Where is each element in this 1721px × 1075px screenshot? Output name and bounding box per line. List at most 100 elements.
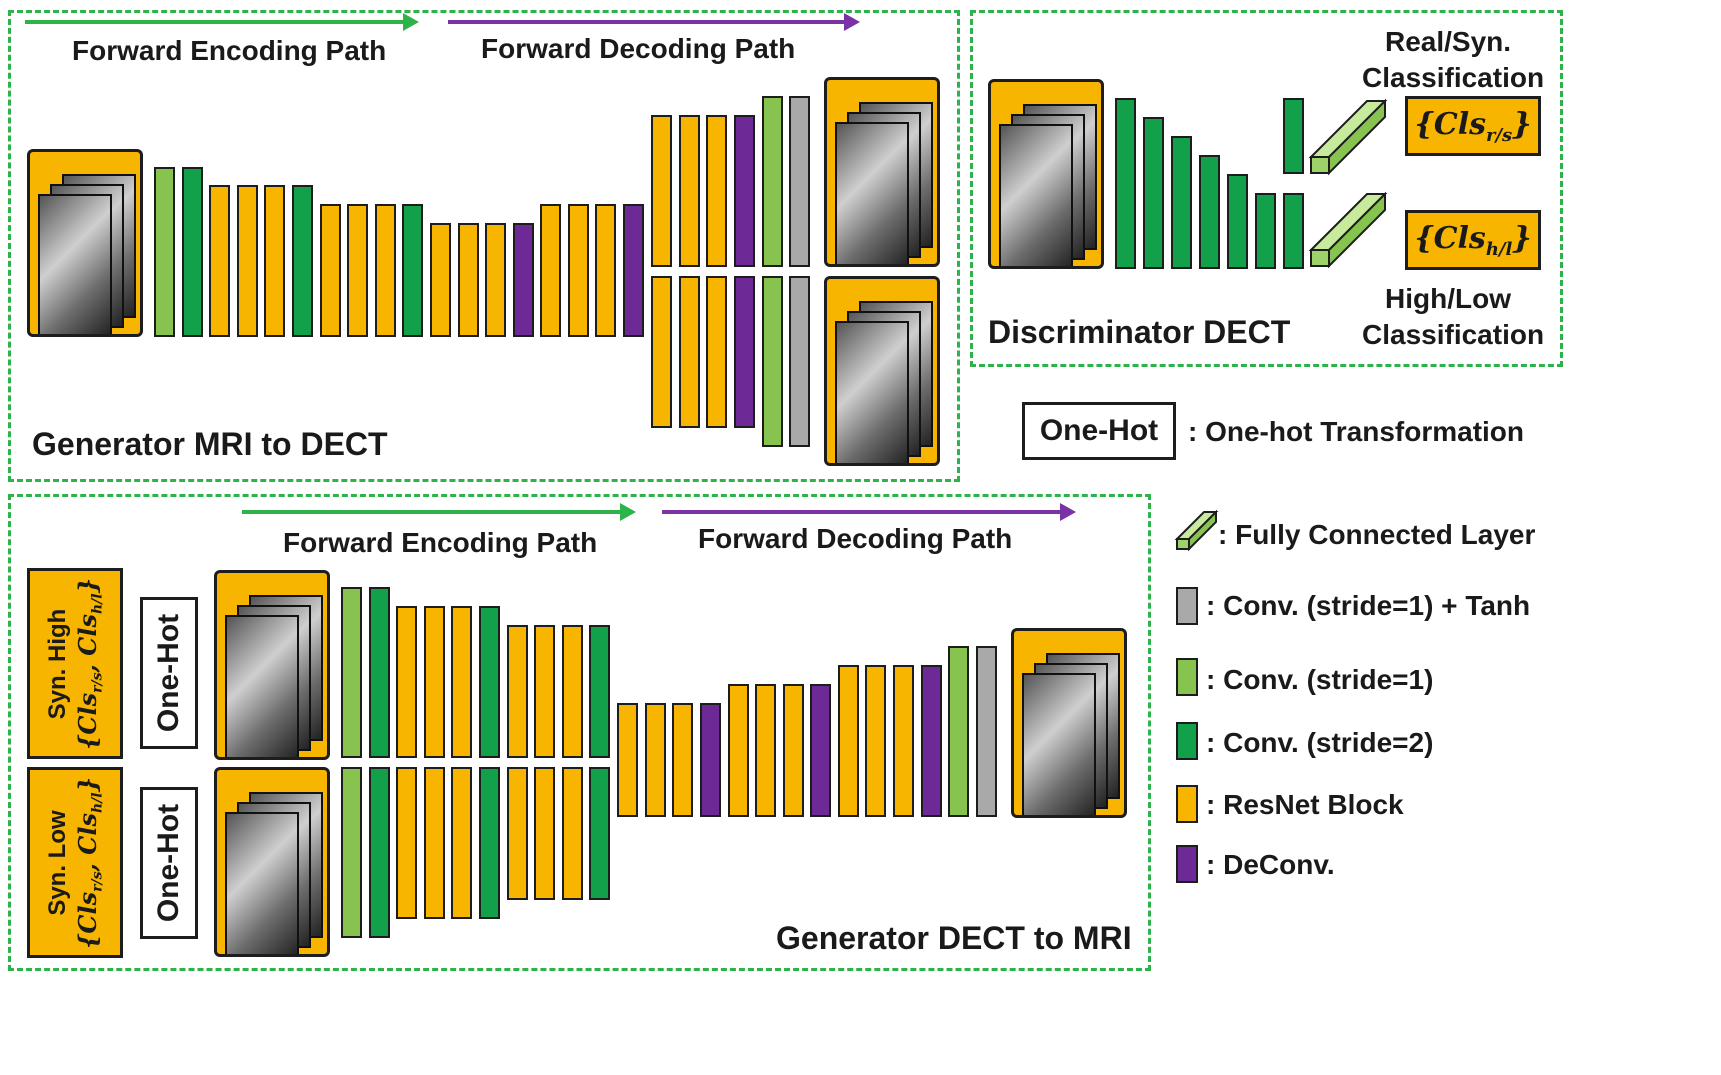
resnet-block <box>534 625 555 758</box>
legend-conv-s2-label: : Conv. (stride=2) <box>1206 727 1434 758</box>
resnet-block <box>706 115 727 267</box>
conv-stride2-block <box>1199 155 1220 269</box>
legend-deconv-swatch <box>1176 845 1198 883</box>
legend-deconv-label: : DeConv. <box>1206 849 1335 880</box>
resnet-block <box>617 703 638 817</box>
resnet-block <box>672 703 693 817</box>
fully-connected-layer-real-syn <box>1308 98 1388 176</box>
resnet-block <box>568 204 589 337</box>
conv-stride1-block <box>948 646 969 817</box>
dect-input-image-low <box>214 767 330 957</box>
dect-output-image-low <box>824 276 940 466</box>
conv-stride2-block <box>589 767 610 900</box>
cls-hl-base: Cls <box>1433 220 1486 256</box>
conv-stride2-block <box>369 587 390 758</box>
conv-stride2-block <box>479 767 500 919</box>
discriminator-input-image <box>988 79 1104 269</box>
conv-stride1-block <box>154 167 175 337</box>
encoding-path-arrow <box>242 503 636 521</box>
deconv-block <box>734 276 755 428</box>
conv-stride2-block <box>402 204 423 337</box>
resnet-block <box>264 185 285 337</box>
encoding-path-arrow <box>25 13 419 31</box>
dect-output-image-high <box>824 77 940 267</box>
resnet-block <box>424 767 445 919</box>
cls-rs-output: {Clsr/s} <box>1405 96 1541 156</box>
resnet-block <box>755 684 776 817</box>
fully-connected-layer-high-low <box>1308 191 1388 269</box>
resnet-block <box>396 767 417 919</box>
resnet-block <box>396 606 417 758</box>
mri-output-image <box>1011 628 1127 818</box>
resnet-block <box>485 223 506 337</box>
resnet-block <box>893 665 914 817</box>
conv-stride1-block <box>762 96 783 267</box>
resnet-block <box>595 204 616 337</box>
conv-stride2-block <box>1283 98 1304 174</box>
deconv-block <box>623 204 644 337</box>
decoding-path-label: Forward Decoding Path <box>481 33 796 64</box>
legend-conv-tanh-label: : Conv. (stride=1) + Tanh <box>1206 590 1531 621</box>
conv-tanh-block <box>976 646 997 817</box>
conv-stride2-block <box>479 606 500 758</box>
conv-tanh-block <box>789 276 810 447</box>
resnet-block <box>237 185 258 337</box>
panel-title: Generator MRI to DECT <box>32 426 388 462</box>
deconv-block <box>700 703 721 817</box>
resnet-block <box>706 276 727 428</box>
resnet-block <box>651 115 672 267</box>
resnet-block <box>540 204 561 337</box>
legend-resnet-label: : ResNet Block <box>1206 789 1404 820</box>
resnet-block <box>451 767 472 919</box>
resnet-block <box>430 223 451 337</box>
resnet-block <box>507 625 528 758</box>
syn-high-input: Syn. High {Clsr/s, Clsh/l} <box>27 568 123 759</box>
encoding-path-label: Forward Encoding Path <box>72 35 387 66</box>
resnet-block <box>679 276 700 428</box>
legend-onehot-box: One-Hot <box>1022 402 1176 460</box>
onehot-transform-high: One-Hot <box>140 597 198 749</box>
onehot-transform-low: One-Hot <box>140 787 198 939</box>
resnet-block <box>209 185 230 337</box>
real-syn-classification-label: Real/Syn. Classification <box>1362 26 1545 93</box>
conv-tanh-block <box>789 96 810 267</box>
cls-hl-output: {Clsh/l} <box>1405 210 1541 270</box>
discriminator-title: Discriminator DECT <box>988 314 1291 350</box>
resnet-block <box>562 767 583 900</box>
cls-rs-base: Cls <box>1433 106 1486 142</box>
resnet-block <box>728 684 749 817</box>
conv-stride2-block <box>1171 136 1192 269</box>
conv-stride2-block <box>1283 193 1304 269</box>
legend-resnet-swatch <box>1176 785 1198 823</box>
conv-stride1-block <box>341 587 362 758</box>
conv-stride2-block <box>1143 117 1164 269</box>
encoding-path-label: Forward Encoding Path <box>283 527 598 558</box>
legend-conv-s1-label: : Conv. (stride=1) <box>1206 664 1434 695</box>
conv-stride2-block <box>369 767 390 938</box>
high-low-classification-label: High/Low Classification <box>1362 283 1545 350</box>
resnet-block <box>865 665 886 817</box>
conv-stride1-block <box>341 767 362 938</box>
dect-input-image-high <box>214 570 330 760</box>
legend-conv-s1-swatch <box>1176 658 1198 696</box>
conv-stride2-block <box>589 625 610 758</box>
resnet-block <box>451 606 472 758</box>
resnet-block <box>347 204 368 337</box>
generator-dect-to-mri-panel <box>8 494 1151 971</box>
deconv-block <box>513 223 534 337</box>
discriminator-panel <box>970 10 1563 367</box>
resnet-block <box>645 703 666 817</box>
resnet-block <box>458 223 479 337</box>
conv-stride2-block <box>182 167 203 337</box>
cls-rs-sub: r/s <box>1485 124 1513 146</box>
syn-low-input: Syn. Low {Clsr/s, Clsh/l} <box>27 767 123 958</box>
deconv-block <box>734 115 755 267</box>
decoding-path-arrow <box>662 503 1076 521</box>
legend-onehot-desc: : One-hot Transformation <box>1188 416 1524 447</box>
resnet-block <box>562 625 583 758</box>
resnet-block <box>838 665 859 817</box>
mri-input-image <box>27 149 143 337</box>
legend-conv-tanh-swatch <box>1176 587 1198 625</box>
conv-stride1-block <box>762 276 783 447</box>
cls-hl-sub: h/l <box>1485 238 1513 260</box>
